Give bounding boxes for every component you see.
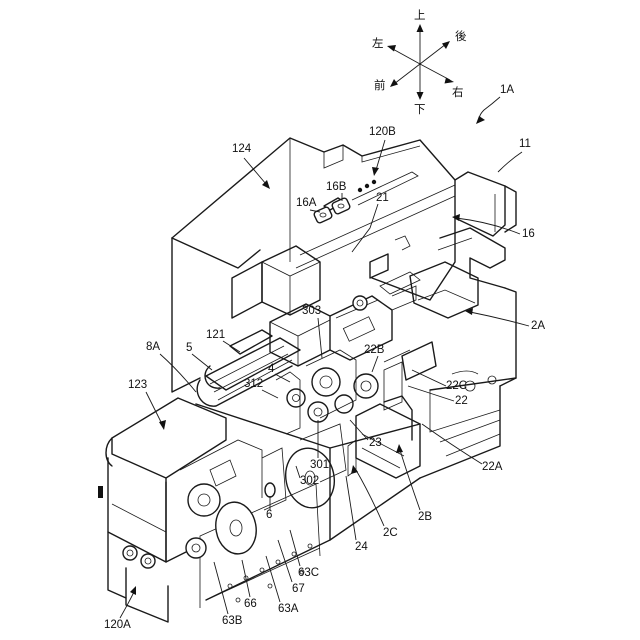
ref-66: 66 [244, 598, 257, 610]
ref-2A: 2A [531, 320, 545, 332]
ref-1A: 1A [500, 84, 514, 96]
ref-301: 301 [310, 459, 329, 471]
ref-11: 11 [519, 138, 531, 150]
ref-123: 123 [128, 379, 147, 391]
orientation-compass: 上 下 左 右 前 後 [372, 8, 467, 116]
ref-4: 4 [268, 363, 275, 375]
dir-up: 上 [414, 8, 426, 22]
ref-124: 124 [232, 143, 252, 155]
dir-front: 前 [374, 78, 386, 92]
ref-16: 16 [522, 228, 535, 240]
ref-22C: 22C [446, 380, 467, 392]
ref-21: 21 [376, 192, 389, 204]
ref-8A: 8A [146, 341, 160, 353]
ref-5: 5 [186, 342, 192, 354]
ref-312: 312 [244, 378, 263, 390]
ref-22: 22 [455, 395, 468, 407]
ref-23: 23 [369, 437, 382, 449]
ref-120A: 120A [104, 619, 131, 631]
ref-2C: 2C [383, 527, 398, 539]
ref-120B: 120B [369, 126, 396, 138]
dir-right: 右 [452, 85, 464, 99]
dir-back: 後 [455, 29, 467, 43]
ref-16A: 16A [296, 197, 317, 209]
ref-24: 24 [355, 541, 368, 553]
dir-down: 下 [414, 102, 426, 116]
dir-left: 左 [372, 36, 384, 50]
ref-2B: 2B [418, 511, 432, 523]
ref-302: 302 [300, 475, 319, 487]
ref-63C: 63C [298, 567, 319, 579]
ref-22B: 22B [364, 344, 385, 356]
ref-67: 67 [292, 583, 305, 595]
ref-303: 303 [302, 305, 321, 317]
ref-121: 121 [206, 329, 225, 341]
ref-6: 6 [266, 509, 272, 521]
ref-63B: 63B [222, 615, 243, 627]
ref-22A: 22A [482, 461, 503, 473]
ref-16B: 16B [326, 181, 347, 193]
ref-63A: 63A [278, 603, 299, 615]
